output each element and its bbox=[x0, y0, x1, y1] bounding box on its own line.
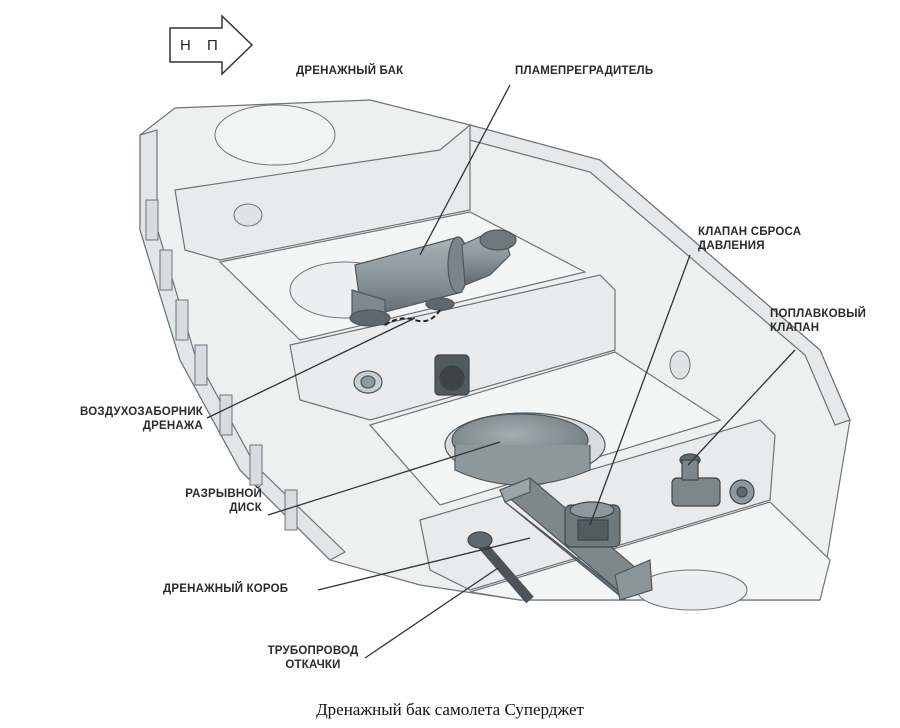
label-burst-disc: РАЗРЫВНОЙ ДИСК bbox=[150, 487, 262, 515]
label-flame-arrestor: ПЛАМЕПРЕГРАДИТЕЛЬ bbox=[515, 65, 654, 77]
label-line: РАЗРЫВНОЙ bbox=[185, 488, 262, 500]
leader-drain-box bbox=[317, 537, 531, 591]
leader-burst-disc bbox=[267, 441, 501, 516]
leader-drain-air-intake bbox=[206, 317, 416, 419]
drain-air-intake-pipe bbox=[384, 309, 441, 326]
label-line: ПОПЛАВКОВЫЙ bbox=[770, 308, 867, 320]
drain-air-intake-fitting bbox=[353, 370, 383, 394]
burst-disc bbox=[444, 412, 606, 486]
label-drain-box: ДРЕНАЖНЫЙ КОРОБ bbox=[163, 583, 289, 595]
leader-flame-arrestor bbox=[419, 84, 511, 256]
label-line: ВОЗДУХОЗАБОРНИК bbox=[80, 406, 203, 418]
label-drain-air-intake: ВОЗДУХОЗАБОРНИК ДРЕНАЖА bbox=[58, 405, 203, 433]
label-float-valve: ПОПЛАВКОВЫЙ КЛАПАН bbox=[770, 307, 866, 335]
left-wall-stiffeners bbox=[145, 199, 298, 531]
pump-pipeline bbox=[467, 531, 534, 604]
label-line: ДИСК bbox=[229, 502, 262, 514]
pump-unit bbox=[434, 354, 470, 396]
flame-arrestor bbox=[349, 229, 517, 327]
title-label: ДРЕНАЖНЫЙ БАК bbox=[296, 65, 404, 77]
label-line: КЛАПАН bbox=[770, 322, 820, 334]
forward-direction-arrow bbox=[169, 14, 254, 76]
leader-float-valve bbox=[687, 349, 796, 466]
wing-box-structure bbox=[139, 99, 851, 601]
pressure-relief-valve bbox=[564, 501, 621, 548]
label-line: ДАВЛЕНИЯ bbox=[698, 240, 765, 252]
leader-pump-pipeline bbox=[364, 567, 499, 659]
label-line: ОТКАЧКИ bbox=[285, 659, 341, 671]
direction-marker-text: Н П bbox=[180, 37, 224, 54]
label-line: КЛАПАН СБРОСА bbox=[698, 226, 802, 238]
label-line: ДРЕНАЖА bbox=[142, 420, 203, 432]
label-pump-pipeline: ТРУБОПРОВОД ОТКАЧКИ bbox=[248, 644, 378, 672]
figure-caption: Дренажный бак самолета Суперджет bbox=[316, 700, 584, 719]
label-pressure-relief-valve: КЛАПАН СБРОСА ДАВЛЕНИЯ bbox=[698, 225, 801, 253]
label-line: ТРУБОПРОВОД bbox=[267, 645, 359, 657]
leader-lines bbox=[206, 84, 796, 659]
float-valve bbox=[671, 453, 755, 507]
leader-pressure-relief-valve bbox=[589, 254, 691, 526]
